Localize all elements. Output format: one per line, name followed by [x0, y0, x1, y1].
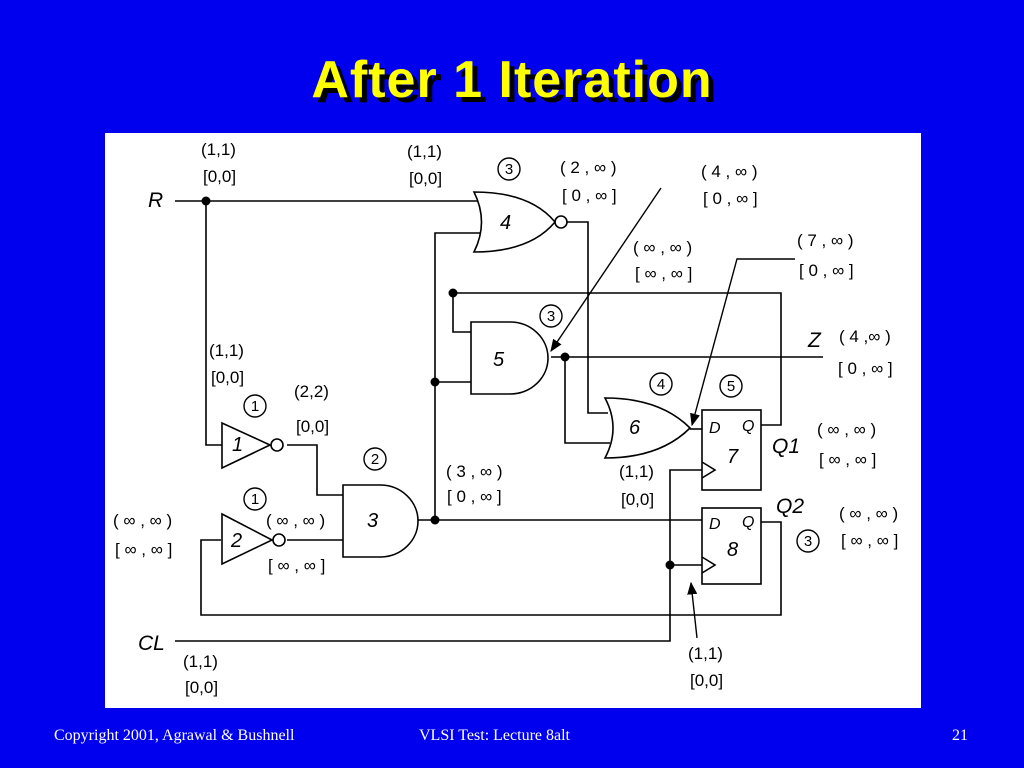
- ann-r-fan-bot: [0,0]: [409, 169, 442, 188]
- gate-4-label: 4: [500, 212, 511, 234]
- annotation-arrows: [550, 187, 795, 639]
- footer-lecture: VLSI Test: Lecture 8alt: [419, 727, 570, 744]
- ann-g2-in-top: ( ∞ , ∞ ): [113, 511, 172, 530]
- ann-g2-in-bot: [ ∞ , ∞ ]: [115, 540, 172, 559]
- ann-g2-out-bot: [ ∞ , ∞ ]: [268, 556, 325, 575]
- gate-3-label: 3: [367, 510, 378, 532]
- junction-dots: [201, 196, 675, 570]
- ann-clk1-bot: [0,0]: [621, 490, 654, 509]
- ann-g4-arrow-bot: [ 0 , ∞ ]: [703, 189, 758, 208]
- net-labels: R Z CL Q1 Q2: [138, 189, 822, 655]
- flipflop-7: D Q 7: [701, 409, 762, 491]
- ann-g3-out-top: ( 3 , ∞ ): [446, 462, 503, 481]
- ann-q-mid-bot: [ ∞ , ∞ ]: [635, 264, 692, 283]
- ann-g3-out-bot: [ 0 , ∞ ]: [447, 487, 502, 506]
- ann-q1-top: ( ∞ , ∞ ): [817, 420, 876, 439]
- ann-g6-arrow-bot: [ 0 , ∞ ]: [799, 261, 854, 280]
- ff8-q-pin: Q: [742, 514, 754, 531]
- gate-1-label: 1: [232, 434, 243, 456]
- ann-g4-out-bot: [ 0 , ∞ ]: [562, 186, 617, 205]
- ff7-d-pin: D: [709, 420, 721, 437]
- ann-g2-out-top: ( ∞ , ∞ ): [266, 511, 325, 530]
- ann-z-bot: [ 0 , ∞ ]: [838, 359, 893, 378]
- flipflop-8: D Q 8: [701, 507, 762, 585]
- level-g1: 1: [251, 398, 259, 415]
- ann-q1-bot: [ ∞ , ∞ ]: [819, 450, 876, 469]
- wires: [175, 200, 823, 642]
- gate-5-and: 5: [470, 321, 549, 395]
- net-z: Z: [807, 329, 822, 352]
- net-r: R: [148, 189, 163, 212]
- ann-clk2-bot: [0,0]: [690, 671, 723, 690]
- ann-clk1-top: (1,1): [619, 462, 654, 481]
- gate-2-label: 2: [230, 530, 242, 552]
- ann-r-fan-top: (1,1): [407, 142, 442, 161]
- level-ff8: 3: [804, 533, 812, 550]
- ann-g1-out-top: (2,2): [294, 382, 329, 401]
- ann-q2-top: ( ∞ , ∞ ): [839, 504, 898, 523]
- footer-page-number: 21: [952, 727, 968, 744]
- level-circles: 1 1 2 3 3 4 5 3: [243, 157, 820, 553]
- ann-cl-in-bot: [0,0]: [185, 678, 218, 697]
- ff7-q-pin: Q: [742, 418, 754, 435]
- gate-7-label: 7: [727, 446, 739, 468]
- ann-r-branch-bot: [0,0]: [211, 368, 244, 387]
- ann-q2-bot: [ ∞ , ∞ ]: [841, 531, 898, 550]
- annotations: (1,1) [0,0] (1,1) [0,0] (1,1) [0,0] (2,2…: [113, 140, 898, 697]
- ann-q-mid-top: ( ∞ , ∞ ): [633, 238, 692, 257]
- gate-3-and: 3: [342, 484, 419, 558]
- gate-5-label: 5: [493, 349, 505, 371]
- gate-1-inverter: 1: [221, 421, 284, 470]
- ann-g4-arrow-top: ( 4 , ∞ ): [701, 162, 758, 181]
- ann-g6-arrow-top: ( 7 , ∞ ): [797, 231, 854, 250]
- slide-title-text: After 1 Iteration: [311, 51, 713, 109]
- ann-z-top: ( 4 ,∞ ): [839, 327, 891, 346]
- gate-6-label: 6: [629, 417, 641, 439]
- slide-title-shadow: After 1 Iteration: [316, 56, 718, 114]
- net-cl: CL: [138, 632, 165, 655]
- level-g4: 3: [505, 161, 513, 178]
- level-g5: 3: [547, 308, 555, 325]
- slide-title: After 1 Iteration After 1 Iteration: [0, 50, 1024, 114]
- circuit-diagram: 1 2 3 4 5 6 D Q 7 D Q 8: [113, 140, 898, 697]
- net-q2: Q2: [776, 495, 804, 518]
- gate-8-label: 8: [727, 539, 738, 561]
- level-ff7: 5: [727, 378, 735, 395]
- ff8-d-pin: D: [709, 516, 721, 533]
- ann-cl-in-top: (1,1): [183, 652, 218, 671]
- ann-g4-out-top: ( 2 , ∞ ): [560, 158, 617, 177]
- circuit-panel: 1 2 3 4 5 6 D Q 7 D Q 8: [105, 133, 921, 708]
- ann-clk2-top: (1,1): [688, 644, 723, 663]
- net-q1: Q1: [772, 435, 800, 458]
- ann-r-in-bot: [0,0]: [203, 167, 236, 186]
- ann-r-branch-top: (1,1): [209, 341, 244, 360]
- level-g3: 2: [371, 451, 379, 468]
- gate-6-or: 6: [603, 397, 692, 459]
- gate-4-nor: 4: [472, 191, 568, 253]
- ann-g1-out-bot: [0,0]: [296, 417, 329, 436]
- gate-2-inverter: 2: [221, 512, 286, 566]
- footer-copyright: Copyright 2001, Agrawal & Bushnell: [54, 727, 295, 744]
- ann-r-in-top: (1,1): [201, 140, 236, 159]
- level-g2: 1: [251, 491, 259, 508]
- level-g6: 4: [657, 376, 665, 393]
